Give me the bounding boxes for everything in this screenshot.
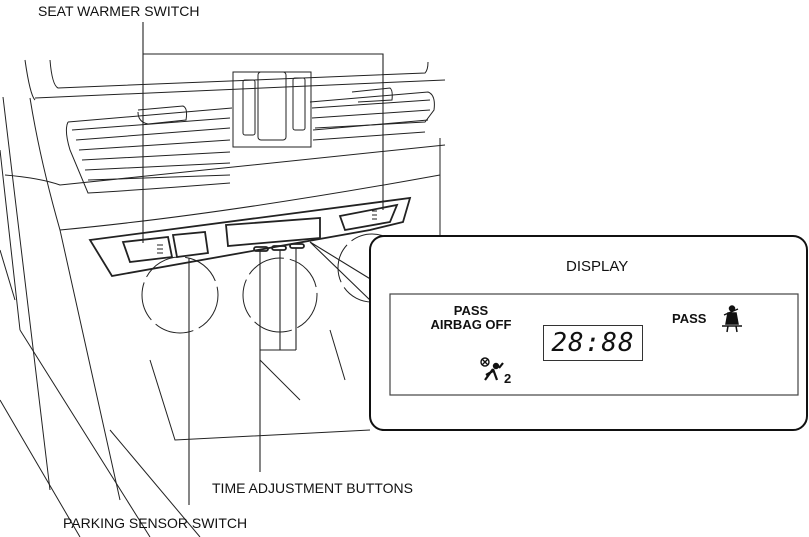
- time-adjustment-buttons-label: TIME ADJUSTMENT BUTTONS: [212, 480, 413, 496]
- parking-sensor-switch: [171, 231, 210, 259]
- air-vent: [65, 71, 435, 194]
- clock-readout: 28:88: [543, 325, 643, 361]
- parking-sensor-switch-label: PARKING SENSOR SWITCH: [63, 515, 248, 531]
- dashboard-outline: [0, 59, 446, 537]
- climate-knobs: [141, 233, 407, 334]
- seatbelt-icon: [722, 305, 742, 333]
- display-window: [225, 217, 321, 247]
- airbag-line2: AIRBAG OFF: [430, 317, 512, 332]
- airbag-status-text: PASS AIRBAG OFF: [425, 304, 517, 332]
- seatbelt-label: PASS: [672, 311, 707, 326]
- airbag-icon-subscript: 2: [504, 371, 512, 386]
- seat-warmer-switch-label: SEAT WARMER SWITCH: [38, 3, 200, 19]
- display-title: DISPLAY: [566, 258, 629, 275]
- passenger-airbag-off-icon: [480, 357, 504, 381]
- time-button-3: [289, 243, 305, 249]
- seat-warmer-switch-right: [338, 203, 399, 232]
- switch-panel: [88, 196, 412, 277]
- seat-warmer-switch-left: [121, 236, 174, 263]
- airbag-line1: PASS: [453, 303, 489, 318]
- leader-lines: [142, 22, 384, 505]
- time-button-1: [253, 246, 269, 252]
- display-callout: [369, 235, 808, 431]
- time-button-2: [271, 245, 287, 251]
